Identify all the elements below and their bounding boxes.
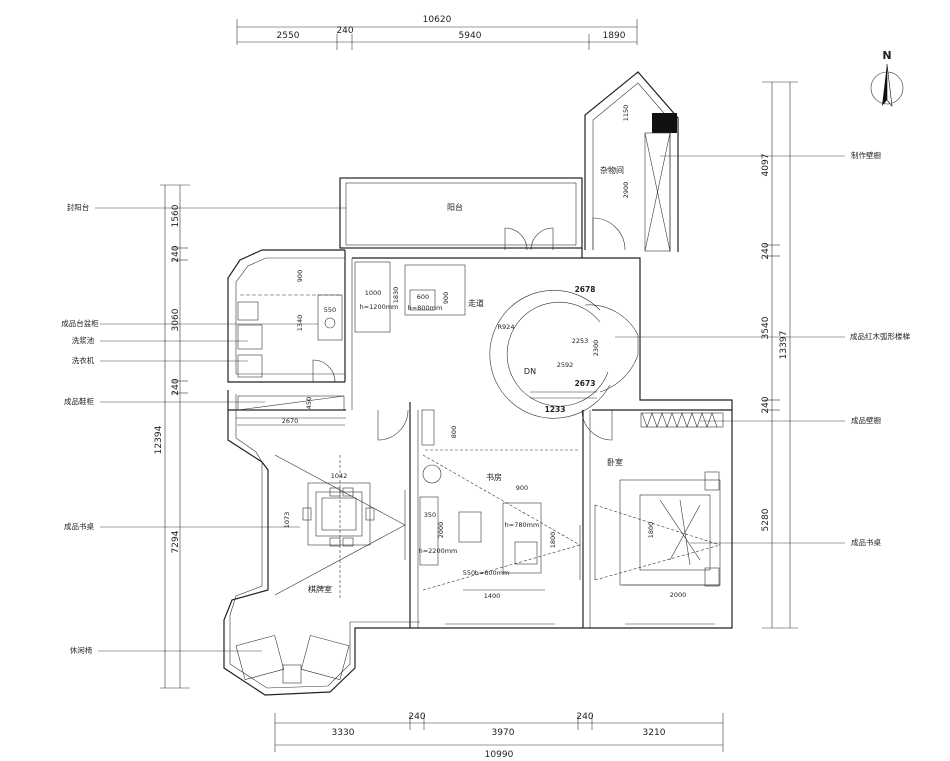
right-total-dim: 13397 xyxy=(779,331,789,360)
left-total-dim: 12394 xyxy=(154,425,164,454)
bottom-dim-1: 3330 xyxy=(332,728,355,738)
dim-1233: 1233 xyxy=(545,405,566,414)
dim-1340: 1340 xyxy=(296,315,304,332)
dim-h800: h=800mm xyxy=(408,304,443,312)
left-dim-3: 3060 xyxy=(171,308,181,331)
dim-1000: 1000 xyxy=(365,289,382,297)
dim-1800: 1800 xyxy=(549,532,557,549)
left-dim-5: 7294 xyxy=(171,530,181,553)
label-spiral-stair: 成品红木弧形楼梯 xyxy=(850,331,910,341)
dim-2673: 2673 xyxy=(575,379,596,388)
dim-900: 900 xyxy=(296,270,304,282)
dim-1042: 1042 xyxy=(331,472,348,480)
room-lounge: 棋牌室 xyxy=(308,584,332,594)
room-study: 书房 xyxy=(486,472,502,482)
room-labels: 阳台 杂物间 走道 书房 卧室 棋牌室 DN xyxy=(308,165,624,594)
left-dim-1: 1560 xyxy=(171,204,181,227)
dim-900b: 900 xyxy=(442,292,450,304)
bottom-dimension-chain: 3330 240 3970 240 3210 10990 xyxy=(274,712,724,760)
room-bedroom: 卧室 xyxy=(607,457,623,467)
top-dim-1: 2550 xyxy=(277,31,300,41)
bottom-total-dim: 10990 xyxy=(485,750,514,760)
left-dim-4: 240 xyxy=(171,378,181,395)
right-dim-4: 240 xyxy=(761,396,771,413)
room-balcony: 阳台 xyxy=(447,202,463,212)
dim-450: 450 xyxy=(305,397,313,409)
dim-2300: 2300 xyxy=(592,340,600,357)
bottom-dim-2: 240 xyxy=(408,712,425,722)
label-wardrobe: 成品壁橱 xyxy=(851,415,881,425)
dim-2253: 2253 xyxy=(572,337,589,345)
right-dim-2: 240 xyxy=(761,242,771,259)
dim-550: 550 xyxy=(324,306,336,314)
top-dim-4: 1890 xyxy=(603,31,626,41)
bottom-dim-3: 3970 xyxy=(492,728,515,738)
right-dim-3: 3540 xyxy=(761,316,771,339)
dim-1800b: 1800 xyxy=(647,522,655,539)
label-enclosed-balcony: 封阳台 xyxy=(67,202,90,212)
label-built-in-closet: 制作壁橱 xyxy=(851,150,881,160)
left-dimension-chain: 1560 240 3060 240 7294 12394 xyxy=(154,184,190,689)
dim-600: 600 xyxy=(417,293,429,301)
dim-2678: 2678 xyxy=(575,285,596,294)
left-annotations: 封阳台 成品台盆柜 洗浆池 洗衣机 成品鞋柜 成品书桌 休闲椅 xyxy=(61,202,346,655)
dim-2900: 2900 xyxy=(622,182,630,199)
dim-h1200: h=1200mm xyxy=(360,303,399,311)
right-dimension-chain: 4097 240 3540 240 5280 13397 xyxy=(761,81,798,629)
dim-350: 350 xyxy=(424,511,436,519)
label-desk-right: 成品书桌 xyxy=(851,537,881,547)
compass-label: N xyxy=(882,49,891,62)
dim-h2200: h=2200mm xyxy=(419,547,458,555)
dim-2670: 2670 xyxy=(282,417,299,425)
top-total-dim: 10620 xyxy=(423,15,452,25)
dim-1150: 1150 xyxy=(622,105,630,122)
north-compass: N xyxy=(870,49,904,107)
dim-1400: 1400 xyxy=(484,592,501,600)
doors xyxy=(312,217,626,580)
left-dim-2: 240 xyxy=(171,245,181,262)
dim-h600: h=600mm xyxy=(475,569,510,577)
label-lounge-chair: 休闲椅 xyxy=(70,645,93,655)
dim-2592: 2592 xyxy=(557,361,574,369)
room-storage: 杂物间 xyxy=(600,165,624,175)
top-dim-2: 240 xyxy=(336,26,353,36)
dim-1073: 1073 xyxy=(283,512,291,529)
right-dim-5: 5280 xyxy=(761,508,771,531)
walls xyxy=(223,71,733,696)
dim-800: 800 xyxy=(450,426,458,438)
dim-2000: 2000 xyxy=(437,522,445,539)
stair-dn: DN xyxy=(524,367,536,376)
inner-dimensions: 1150 2900 900 1340 550 1000 h=1200mm 183… xyxy=(282,105,687,600)
dim-h780: h=780mm xyxy=(505,521,540,529)
bottom-dim-5: 3210 xyxy=(643,728,666,738)
label-vanity-cabinet: 成品台盆柜 xyxy=(61,318,99,328)
top-dimension-chain: 10620 2550 240 5940 1890 xyxy=(236,15,638,50)
right-annotations: 制作壁橱 成品红木弧形楼梯 成品壁橱 成品书桌 xyxy=(615,150,910,547)
furniture xyxy=(235,261,724,684)
dim-900c: 900 xyxy=(516,484,528,492)
dim-1830: 1830 xyxy=(392,287,400,304)
room-hall: 走道 xyxy=(468,298,484,308)
top-dim-3: 5940 xyxy=(459,31,482,41)
dim-r924: R924 xyxy=(498,323,515,331)
label-washing-machine: 洗衣机 xyxy=(72,355,95,365)
label-desk-left: 成品书桌 xyxy=(64,521,94,531)
dim-550b: 550 xyxy=(463,569,475,577)
right-dim-1: 4097 xyxy=(761,154,771,177)
label-laundry-sink: 洗浆池 xyxy=(72,335,95,345)
label-shoe-cabinet: 成品鞋柜 xyxy=(64,396,94,406)
dim-2000b: 2000 xyxy=(670,591,687,599)
bottom-dim-4: 240 xyxy=(576,712,593,722)
